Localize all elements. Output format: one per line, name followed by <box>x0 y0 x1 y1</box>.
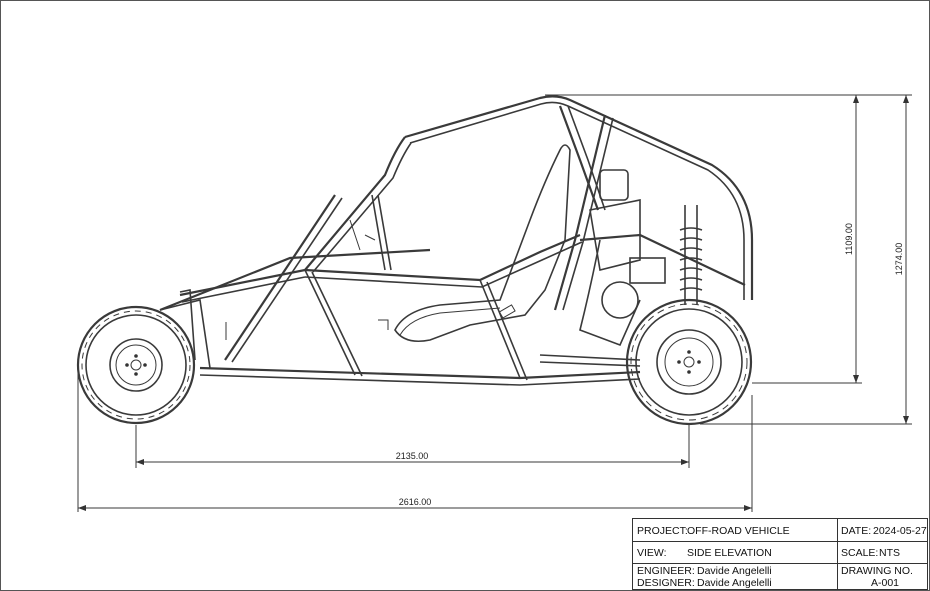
view-label: VIEW: <box>637 547 667 559</box>
overall-height-dimension: 1274.00 <box>894 243 904 276</box>
title-block: PROJECT: OFF-ROAD VEHICLE DATE: 2024-05-… <box>632 518 928 590</box>
designer-label: DESIGNER: <box>637 577 695 589</box>
project-label: PROJECT: <box>637 525 688 537</box>
steering <box>349 194 392 271</box>
engine-assembly <box>579 169 703 347</box>
cage-height-dimension: 1109.00 <box>844 223 854 255</box>
designer-value: Davide Angelelli <box>697 577 772 589</box>
engineer-value: Davide Angelelli <box>697 565 772 577</box>
wheelbase-dimension: 2135.00 <box>396 451 429 461</box>
front-wheel <box>76 305 196 425</box>
rear-wheel <box>625 298 753 426</box>
engineer-label: ENGINEER: <box>637 565 695 577</box>
view-value: SIDE ELEVATION <box>687 547 772 559</box>
title-block-divider-2 <box>633 563 927 564</box>
scale-value: NTS <box>879 547 900 559</box>
drawing-no-value: A-001 <box>871 577 900 589</box>
project-value: OFF-ROAD VEHICLE <box>687 525 790 537</box>
date-label: DATE: <box>841 525 872 537</box>
date-value: 2024-05-27 <box>873 525 927 537</box>
roll-cage <box>159 95 754 386</box>
dimension-lines <box>77 94 912 512</box>
drawing-no-label: DRAWING NO. <box>841 565 913 577</box>
title-block-divider-1 <box>633 541 927 542</box>
title-block-divider-vertical <box>837 519 838 589</box>
overall-length-dimension: 2616.00 <box>399 497 432 507</box>
scale-label: SCALE: <box>841 547 879 559</box>
seat <box>394 144 571 343</box>
